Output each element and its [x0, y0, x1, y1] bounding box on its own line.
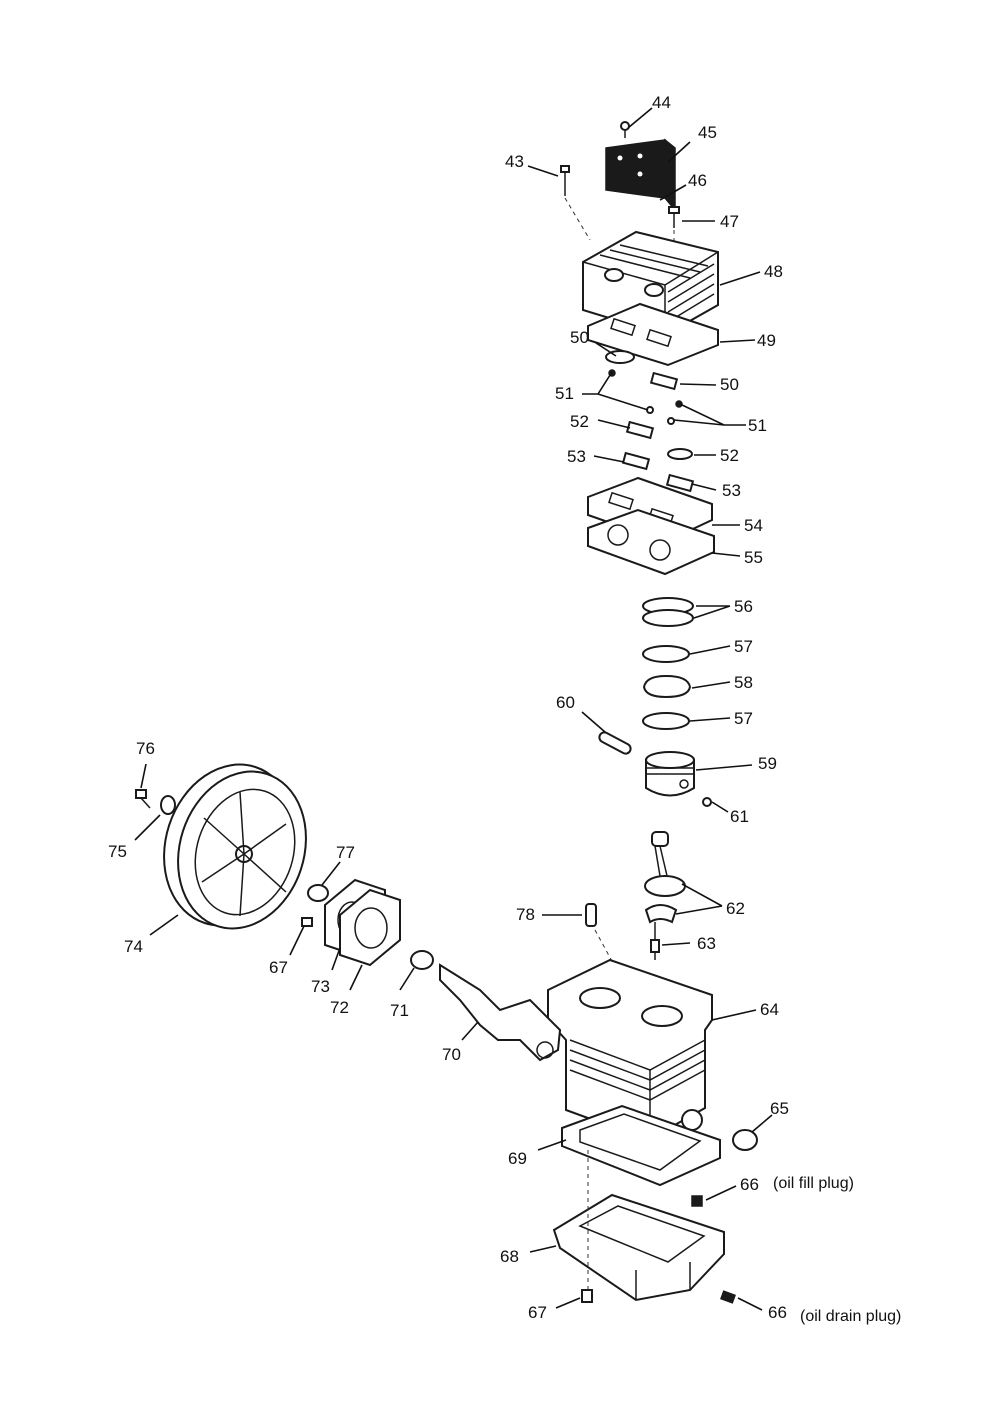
part-64-cylinder-block	[547, 958, 713, 1142]
part-68-base	[552, 1150, 725, 1302]
part-label-57-lower: 57	[734, 709, 753, 728]
part-53-valves	[621, 451, 695, 493]
part-66-oil-fill-plug	[691, 1195, 703, 1207]
part-label-53-left: 53	[567, 447, 586, 466]
part-label-60: 60	[556, 693, 575, 712]
part-57-ring-upper	[642, 645, 690, 663]
part-label-67-lower: 67	[528, 1303, 547, 1322]
part-76-bolt	[135, 789, 151, 809]
part-label-75: 75	[108, 842, 127, 861]
part-58-ring	[642, 674, 692, 699]
part-label-59: 59	[758, 754, 777, 773]
part-label-71: 71	[390, 1001, 409, 1020]
part-78-dowel	[585, 903, 626, 986]
part-55-gasket	[587, 508, 715, 576]
part-label-52-right: 52	[720, 446, 739, 465]
part-label-69: 69	[508, 1149, 527, 1168]
part-71-bearing	[410, 950, 434, 970]
part-label-78: 78	[516, 905, 535, 924]
part-label-44: 44	[652, 93, 671, 112]
part-label-68: 68	[500, 1247, 519, 1266]
part-59-piston	[645, 751, 695, 797]
part-74-flywheel	[163, 763, 307, 930]
part-45-46-bracket	[605, 138, 676, 213]
part-62-connecting-rod	[644, 831, 686, 924]
part-70-crankshaft	[439, 963, 562, 1062]
oil-drain-plug-note: (oil drain plug)	[800, 1308, 901, 1325]
part-label-65: 65	[770, 1099, 789, 1118]
part-label-63: 63	[697, 934, 716, 953]
part-label-48: 48	[764, 262, 783, 281]
part-77-seal	[307, 884, 329, 902]
part-75-washer	[160, 795, 176, 815]
part-67-bolt-lower	[581, 1289, 593, 1303]
part-label-50-left: 50	[570, 328, 589, 347]
leader-lines	[134, 107, 773, 1311]
part-label-49: 49	[757, 331, 776, 350]
part-number-labels: 44 45 43 46 47 48 49 50 50 51 51 52 52 5…	[108, 93, 901, 1325]
part-label-62: 62	[726, 899, 745, 918]
part-label-56: 56	[734, 597, 753, 616]
part-label-74: 74	[124, 937, 143, 956]
part-label-43: 43	[505, 152, 524, 171]
part-56-rings	[642, 597, 694, 627]
part-label-50-right: 50	[720, 375, 739, 394]
part-66-oil-drain-plug	[720, 1290, 736, 1304]
part-label-55: 55	[744, 548, 763, 567]
part-52-valves	[625, 420, 693, 460]
part-label-45: 45	[698, 123, 717, 142]
part-50-valve-retainer-right	[649, 371, 679, 391]
part-label-70: 70	[442, 1045, 461, 1064]
part-label-66-fill: 66	[740, 1175, 759, 1194]
part-label-64: 64	[760, 1000, 779, 1019]
part-60-wrist-pin	[598, 731, 632, 755]
part-63-bolt	[650, 922, 660, 960]
part-57-ring-lower	[642, 712, 690, 730]
part-label-46: 46	[688, 171, 707, 190]
part-label-73: 73	[311, 977, 330, 996]
part-label-52-left: 52	[570, 412, 589, 431]
part-label-72: 72	[330, 998, 349, 1017]
part-43-stud	[560, 165, 591, 241]
part-65-plug	[732, 1129, 758, 1151]
part-44-screw	[620, 121, 630, 138]
part-label-61: 61	[730, 807, 749, 826]
part-69-gasket	[561, 1104, 721, 1187]
oil-fill-plug-note: (oil fill plug)	[773, 1175, 854, 1192]
part-61-clip	[702, 797, 712, 807]
part-label-76: 76	[136, 739, 155, 758]
part-49-gasket	[587, 302, 719, 367]
part-label-77: 77	[336, 843, 355, 862]
part-label-53-right: 53	[722, 481, 741, 500]
part-label-51-right: 51	[748, 416, 767, 435]
part-label-58: 58	[734, 673, 753, 692]
part-label-57-upper: 57	[734, 637, 753, 656]
part-label-54: 54	[744, 516, 763, 535]
part-label-47: 47	[720, 212, 739, 231]
part-67-bolt-upper	[301, 917, 313, 927]
part-72-gasket	[339, 888, 401, 967]
part-label-67-upper: 67	[269, 958, 288, 977]
part-label-51-left: 51	[555, 384, 574, 403]
part-label-66-drain: 66	[768, 1303, 787, 1322]
